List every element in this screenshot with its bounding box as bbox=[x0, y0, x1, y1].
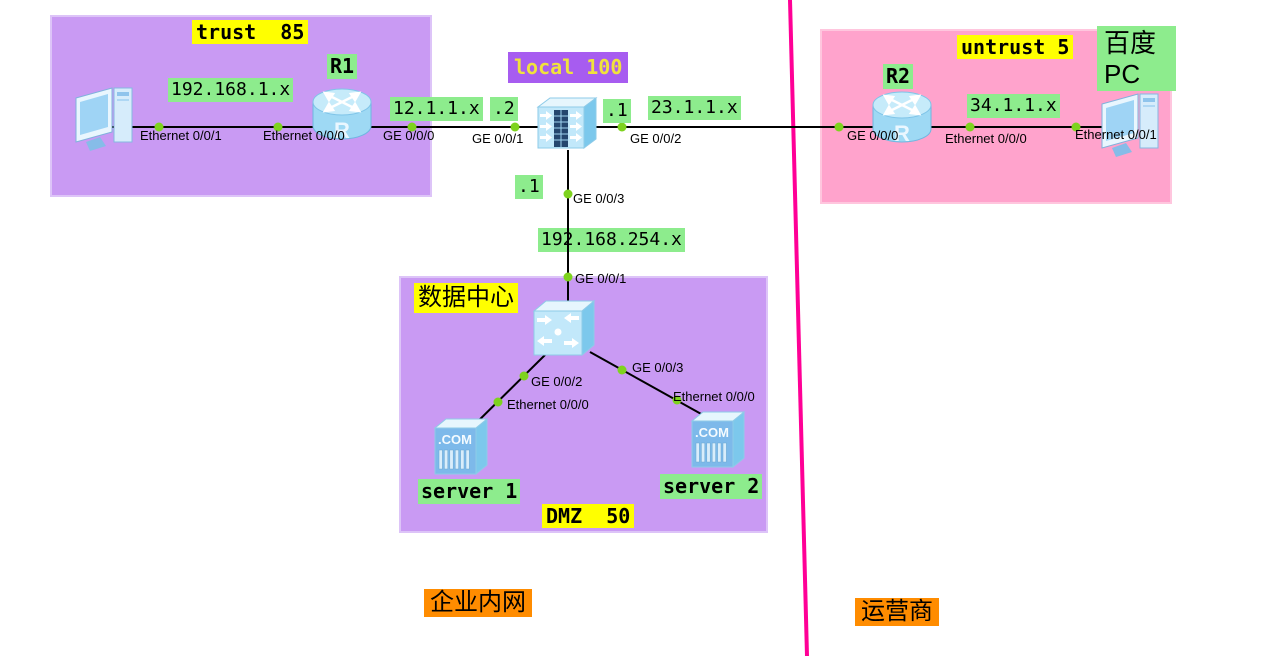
zone-label-local: local 100 bbox=[508, 52, 629, 83]
svg-text:.COM: .COM bbox=[438, 432, 472, 447]
zone-label-dmz: DMZ 50 bbox=[542, 504, 635, 528]
device-label-r1: R1 bbox=[327, 54, 358, 79]
port-label-sw-ge2: GE 0/0/2 bbox=[531, 374, 583, 389]
svg-text:.COM: .COM bbox=[695, 425, 729, 440]
pc-icon bbox=[1101, 93, 1159, 157]
link-endpoint-dots bbox=[154, 122, 1081, 407]
port-label-fw-ge3: GE 0/0/3 bbox=[573, 191, 625, 206]
network-label-untrust-lan: 34.1.1.x bbox=[967, 94, 1060, 118]
address-label-fw-dmz: .1 bbox=[515, 175, 543, 199]
port-label-pc1: Ethernet 0/0/1 bbox=[140, 128, 222, 143]
device-label-r2: R2 bbox=[883, 64, 914, 89]
zone-label-datacenter: 数据中心 bbox=[414, 283, 518, 313]
firewall-device-icon bbox=[536, 97, 598, 149]
network-label-trust-lan: 192.168.1.x bbox=[168, 78, 294, 102]
firewall-icon[interactable] bbox=[534, 95, 598, 157]
svg-text:R: R bbox=[334, 118, 350, 143]
router-icon: R bbox=[312, 88, 372, 143]
device-label-pc2-line2: PC bbox=[1104, 59, 1141, 89]
zone-label-untrust: untrust 5 bbox=[957, 35, 1074, 59]
link-switch-server2 bbox=[589, 351, 704, 416]
port-label-server2: Ethernet 0/0/0 bbox=[673, 389, 755, 404]
zone-label-enterprise: 企业内网 bbox=[424, 589, 532, 617]
port-label-fw-ge1: GE 0/0/1 bbox=[472, 131, 524, 146]
router-icon: R bbox=[872, 91, 932, 146]
port-label-r1-wan: GE 0/0/0 bbox=[383, 128, 435, 143]
port-label-pc2: Ethernet 0/0/1 bbox=[1075, 127, 1157, 142]
address-label-fw-left: .2 bbox=[490, 97, 518, 121]
device-label-server2: server 2 bbox=[660, 474, 763, 499]
port-label-r2-lan: Ethernet 0/0/0 bbox=[945, 131, 1027, 146]
lan-switch-icon[interactable] bbox=[531, 297, 597, 363]
port-label-r2-wan: GE 0/0/0 bbox=[847, 128, 899, 143]
zone-boundary-line bbox=[788, 0, 809, 657]
svg-text:R: R bbox=[894, 121, 910, 146]
switch-icon bbox=[532, 299, 596, 357]
network-label-dmz-subnet: 192.168.254.x bbox=[538, 228, 685, 252]
server-icon: .COM bbox=[433, 417, 489, 476]
port-label-sw-ge1: GE 0/0/1 bbox=[575, 271, 627, 286]
port-label-r1-lan: Ethernet 0/0/0 bbox=[263, 128, 345, 143]
address-label-fw-right: .1 bbox=[603, 99, 631, 123]
server-icon: .COM bbox=[690, 410, 746, 469]
server2-icon[interactable]: .COM bbox=[689, 409, 747, 475]
network-label-fw-r2: 23.1.1.x bbox=[648, 96, 741, 120]
port-label-server1: Ethernet 0/0/0 bbox=[507, 397, 589, 412]
zone-label-isp: 运营商 bbox=[855, 598, 939, 626]
server1-icon[interactable]: .COM bbox=[432, 416, 490, 482]
pc1-icon[interactable] bbox=[70, 80, 144, 158]
port-label-sw-ge3: GE 0/0/3 bbox=[632, 360, 684, 375]
port-label-fw-ge2: GE 0/0/2 bbox=[630, 131, 682, 146]
router-r2-icon[interactable]: R bbox=[871, 89, 933, 151]
device-label-server1: server 1 bbox=[418, 479, 521, 504]
pc2-icon[interactable] bbox=[1096, 86, 1170, 164]
device-label-pc2-line1: 百度 bbox=[1104, 28, 1157, 58]
router-r1-icon[interactable]: R bbox=[311, 86, 373, 148]
network-label-r1-fw: 12.1.1.x bbox=[390, 97, 483, 121]
zone-label-trust: trust 85 bbox=[192, 20, 309, 44]
pc-icon bbox=[75, 87, 133, 151]
